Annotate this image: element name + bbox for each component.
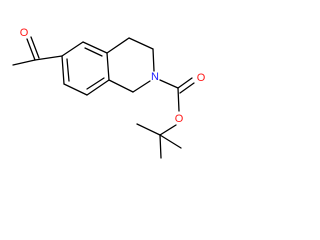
atom-o-acetyl: O [20, 27, 29, 39]
atom-n-ring: N [151, 71, 159, 83]
atom-label-o-ester: O [175, 113, 184, 125]
bond-ring-c7-c6 [61, 55, 65, 85]
bond-c3-n [152, 48, 155, 72]
bond-ring-inner-c5-c4a [84, 47, 103, 57]
atom-label-o-acetyl: O [20, 27, 29, 39]
bond-c4-c3 [128, 37, 154, 50]
structure-diagram: O N O O [12, 27, 206, 159]
bond-tbu-methyl-down [159, 134, 162, 159]
bond-carbamate-double-a [177, 77, 193, 89]
bond-ring-c5-c4a [82, 41, 108, 54]
bond-acetyl-carbonyl-double-b [30, 36, 40, 59]
bond-acetyl-to-ring [34, 55, 63, 61]
bond-c4a-c4 [106, 37, 130, 54]
atom-label-o-carbonyl: O [197, 72, 206, 84]
bond-ring-inner-c7-c6 [66, 58, 70, 82]
bond-tbu-methyl-left [136, 123, 161, 136]
atom-label-n-ring: N [151, 71, 159, 83]
atom-o-carbonyl: O [197, 72, 206, 84]
bond-ester-tbu [159, 124, 177, 136]
bond-acetyl-carbonyl-double-a [26, 38, 36, 61]
bond-n-c1 [132, 80, 151, 93]
bond-ring-c6-c5 [61, 41, 84, 57]
bond-ring-inner-c8a-c8 [86, 77, 105, 90]
bond-ring-c8a-c8 [86, 79, 110, 96]
bond-carbamate-double-b [179, 82, 195, 94]
bond-tbu-methyl-right [159, 134, 182, 149]
bond-acetyl-methyl [12, 59, 36, 66]
bond-ring-c8-c7 [63, 83, 88, 96]
bond-c1-c8a [108, 79, 134, 93]
atom-o-ester: O [175, 113, 184, 125]
bond-carbamate-ester [177, 87, 180, 112]
bond-ring-c4a-c8a [106, 52, 110, 81]
bond-n-carbamate [159, 79, 179, 89]
